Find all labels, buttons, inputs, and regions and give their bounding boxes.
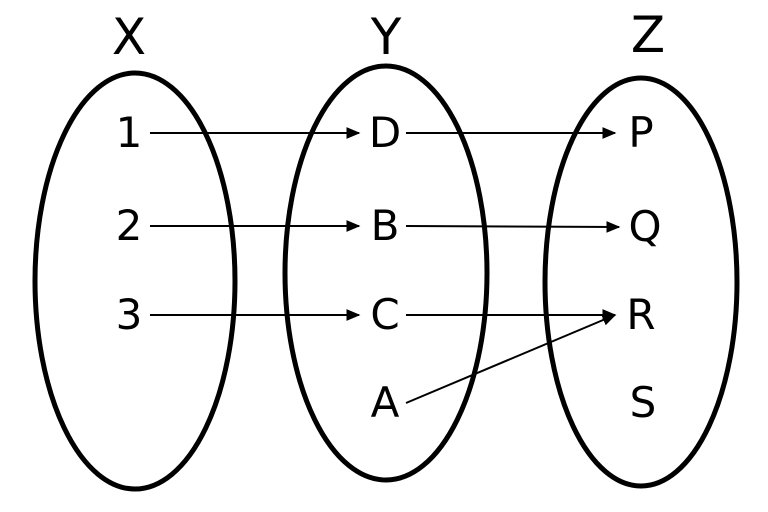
set-title-z: Z: [630, 6, 666, 64]
element-b: B: [370, 201, 400, 250]
set-x-ellipse: [32, 70, 238, 492]
set-z-ellipse: [542, 75, 740, 489]
set-title-x: X: [111, 8, 147, 66]
mapping-arrow-B-to-Q: [405, 221, 621, 233]
element-a: A: [370, 378, 400, 427]
element-d: D: [368, 108, 402, 157]
element-3: 3: [115, 290, 143, 339]
element-1: 1: [115, 108, 143, 157]
element-q: Q: [628, 202, 662, 251]
mapping-arrow-A-to-R: [405, 314, 617, 404]
element-s: S: [629, 378, 657, 427]
element-p: P: [628, 108, 654, 157]
mapping-arrows: [150, 127, 621, 404]
set-title-y: Y: [370, 8, 402, 66]
element-r: R: [626, 290, 656, 339]
set-y-ellipse: [282, 63, 490, 483]
element-2: 2: [115, 201, 143, 250]
element-c: C: [370, 290, 400, 339]
